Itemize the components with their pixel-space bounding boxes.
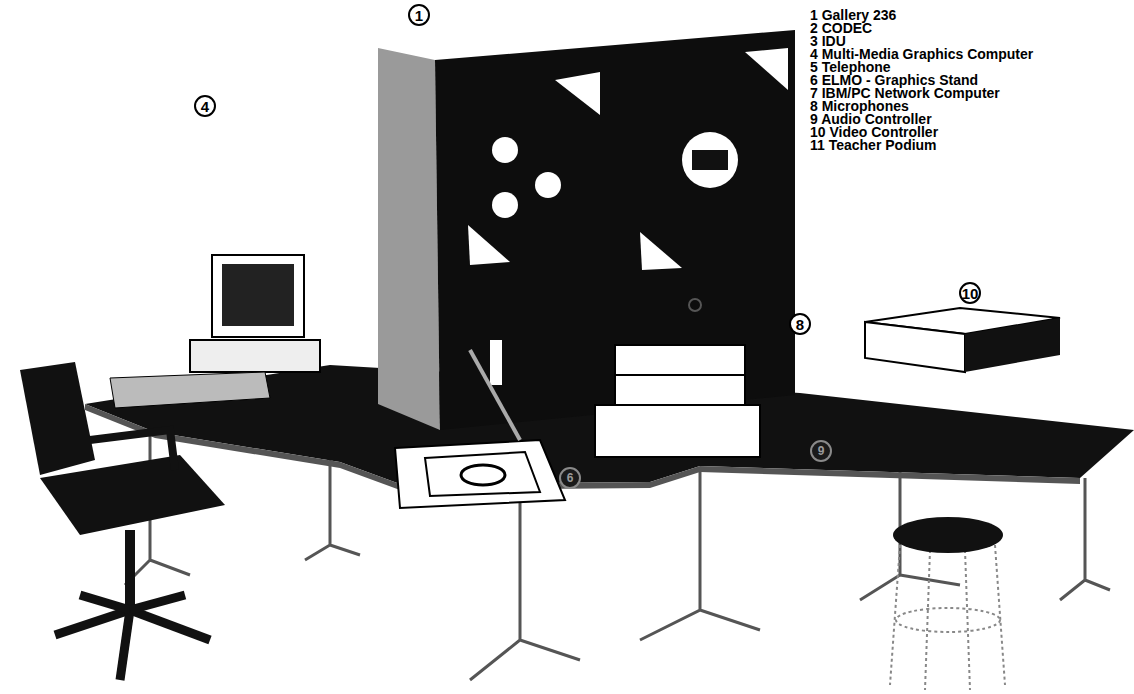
legend-line: 8 Microphones	[810, 99, 909, 113]
legend-line: 9 Audio Controller	[810, 112, 932, 126]
chair-base	[55, 595, 210, 680]
stool-seat	[893, 517, 1003, 553]
elmo-arm	[470, 350, 520, 440]
chair-back	[20, 362, 95, 475]
legend-line: 6 ELMO - Graphics Stand	[810, 73, 978, 87]
legend-line: 5 Telephone	[810, 60, 891, 74]
callout-number: 1	[408, 4, 430, 26]
stool-legs	[890, 545, 1005, 690]
video-box-front	[865, 322, 965, 372]
cabinet-side	[378, 48, 440, 430]
callout-number: 6	[559, 467, 581, 489]
monitor-screen	[222, 264, 294, 326]
legend-line: 7 IBM/PC Network Computer	[810, 86, 1000, 100]
callout-number: 9	[810, 440, 832, 462]
legend-line: 4 Multi-Media Graphics Computer	[810, 47, 1033, 61]
chair-arm	[90, 430, 175, 470]
cabinet-front	[435, 30, 795, 430]
table-edge	[85, 404, 1080, 490]
audio-box	[595, 405, 760, 457]
legend-line: 10 Video Controller	[810, 125, 938, 139]
chair-post	[125, 530, 135, 610]
callout-number: 8	[789, 313, 811, 335]
legend-line: 1 Gallery 236	[810, 8, 896, 22]
callout-number: 4	[194, 95, 216, 117]
legend-line: 3 IDU	[810, 34, 846, 48]
computer-base	[190, 340, 320, 372]
chair-seat	[40, 455, 225, 535]
speaker	[689, 299, 701, 311]
video-box-side	[965, 318, 1060, 372]
elmo-frame	[425, 452, 540, 496]
legend-line: 11 Teacher Podium	[810, 138, 937, 152]
keyboard	[110, 372, 270, 408]
callout-number: 10	[959, 282, 981, 304]
logo-mark	[692, 150, 728, 170]
legend-line: 2 CODEC	[810, 21, 872, 35]
elmo-pad	[395, 440, 565, 508]
cabinet-slot	[490, 340, 502, 385]
elmo-lens	[461, 465, 505, 485]
computer-monitor	[212, 255, 304, 337]
monitor-screens	[468, 48, 788, 270]
box-line	[615, 374, 745, 376]
codec-box	[615, 345, 745, 405]
